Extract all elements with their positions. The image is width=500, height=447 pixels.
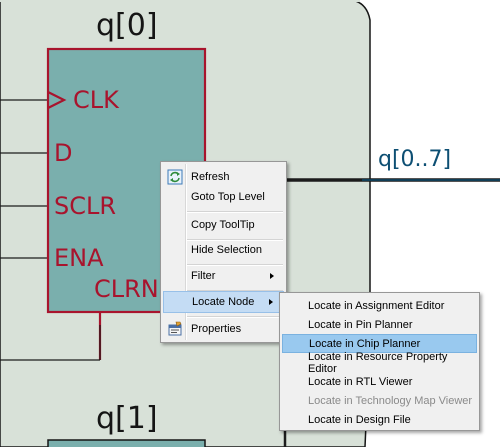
menu-item-locate-node[interactable]: Locate Node — [163, 291, 284, 313]
register-q1-block — [47, 439, 206, 447]
menu-item-label: Goto Top Level — [191, 191, 265, 203]
menu-item-label: Locate in Chip Planner — [309, 337, 421, 350]
submenu-item-pin-planner[interactable]: Locate in Pin Planner — [282, 315, 477, 334]
locate-submenu: Locate in Assignment Editor Locate in Pi… — [279, 292, 480, 431]
menu-item-properties[interactable]: Properties — [163, 318, 284, 340]
menu-separator — [187, 316, 283, 318]
submenu-arrow-icon — [270, 273, 274, 279]
clock-triangle-icon — [47, 91, 67, 109]
menu-item-label: Filter — [191, 270, 216, 282]
register-q1-title: q[1] — [96, 401, 158, 436]
menu-separator — [187, 239, 283, 241]
menu-item-label: Locate in Technology Map Viewer — [308, 394, 473, 407]
menu-item-filter[interactable]: Filter — [163, 265, 284, 287]
menu-item-label: Hide Selection — [191, 244, 262, 256]
menu-item-label: Refresh — [191, 171, 230, 183]
menu-item-goto-top-level[interactable]: Goto Top Level — [163, 186, 284, 208]
menu-item-label: Locate in Pin Planner — [308, 318, 413, 331]
submenu-item-chip-planner[interactable]: Locate in Chip Planner — [282, 334, 477, 353]
submenu-item-rtl-viewer[interactable]: Locate in RTL Viewer — [282, 372, 477, 391]
menu-item-label: Locate in RTL Viewer — [308, 375, 413, 388]
menu-item-hide-selection[interactable]: Hide Selection — [163, 239, 284, 261]
submenu-item-design-file[interactable]: Locate in Design File — [282, 410, 477, 429]
properties-icon — [168, 321, 182, 336]
menu-separator — [187, 264, 283, 266]
submenu-item-assignment-editor[interactable]: Locate in Assignment Editor — [282, 296, 477, 315]
port-clk: CLK — [73, 86, 120, 114]
bus-label: q[0..7] — [378, 147, 451, 172]
submenu-arrow-icon — [269, 299, 273, 305]
menu-item-label: Locate in Resource Property Editor — [308, 350, 448, 375]
menu-item-label: Locate in Design File — [308, 413, 411, 426]
menu-item-label: Properties — [191, 323, 242, 335]
menu-item-copy-tooltip[interactable]: Copy ToolTip — [163, 214, 284, 236]
refresh-icon — [167, 169, 183, 185]
port-d: D — [54, 139, 72, 167]
menu-item-label: Copy ToolTip — [191, 219, 255, 231]
port-ena: ENA — [54, 244, 104, 272]
menu-separator — [187, 211, 283, 213]
port-clrn: CLRN — [94, 275, 159, 303]
submenu-item-technology-map-viewer: Locate in Technology Map Viewer — [282, 391, 477, 410]
menu-item-label: Locate in Assignment Editor — [308, 299, 445, 312]
context-menu: Refresh Goto Top Level Copy ToolTip Hide… — [160, 161, 287, 343]
menu-item-label: Locate Node — [192, 296, 255, 308]
port-sclr: SCLR — [54, 192, 116, 220]
register-q0-title: q[0] — [96, 8, 158, 43]
submenu-item-resource-property-editor[interactable]: Locate in Resource Property Editor — [282, 350, 477, 375]
menu-item-refresh[interactable]: Refresh — [163, 166, 284, 188]
